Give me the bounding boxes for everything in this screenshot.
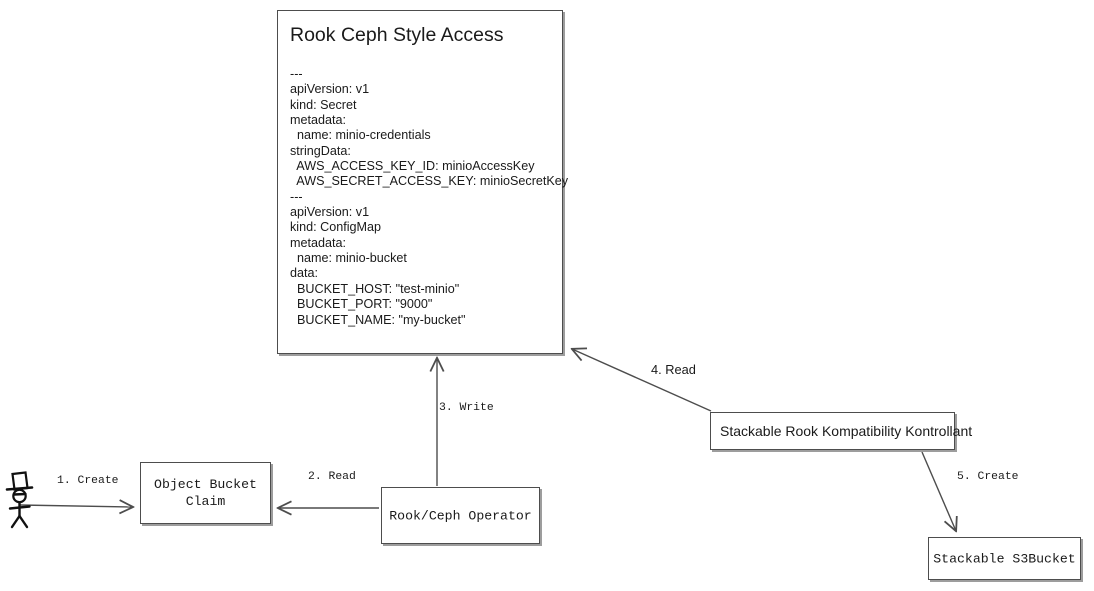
edge-4-read — [572, 349, 712, 412]
rook-ceph-style-access-panel: Rook Ceph Style Access --- apiVersion: v… — [277, 10, 569, 354]
edge-label-4-read: 4. Read — [651, 362, 696, 377]
node-stackable-rook-kompatibility-kontrollant-label: Stackable Rook Kompatibility Kontrollant — [720, 423, 973, 439]
node-rook-ceph-operator[interactable]: Rook/Ceph Operator — [381, 487, 540, 544]
edge-1-create — [19, 505, 133, 507]
node-stackable-rook-kompatibility-kontrollant[interactable]: Stackable Rook Kompatibility Kontrollant — [710, 412, 973, 450]
edge-5-create — [921, 451, 956, 531]
node-object-bucket-claim-label: Object Bucket Claim — [154, 477, 257, 509]
node-stackable-s3bucket-label: Stackable S3Bucket — [933, 551, 1076, 566]
edge-label-1-create: 1. Create — [57, 475, 119, 487]
edge-label-5-create: 5. Create — [957, 471, 1019, 483]
page-title: Rook Ceph Style Access — [290, 24, 504, 46]
node-rook-ceph-operator-label: Rook/Ceph Operator — [389, 508, 532, 523]
node-object-bucket-claim[interactable]: Object Bucket Claim — [140, 462, 271, 524]
node-stackable-s3bucket[interactable]: Stackable S3Bucket — [928, 537, 1081, 580]
edge-label-3-write: 3. Write — [439, 402, 494, 414]
stick-figure-actor — [5, 471, 34, 529]
yaml-manifest-text: --- apiVersion: v1 kind: Secret metadata… — [290, 67, 569, 327]
edge-label-2-read: 2. Read — [308, 471, 356, 483]
